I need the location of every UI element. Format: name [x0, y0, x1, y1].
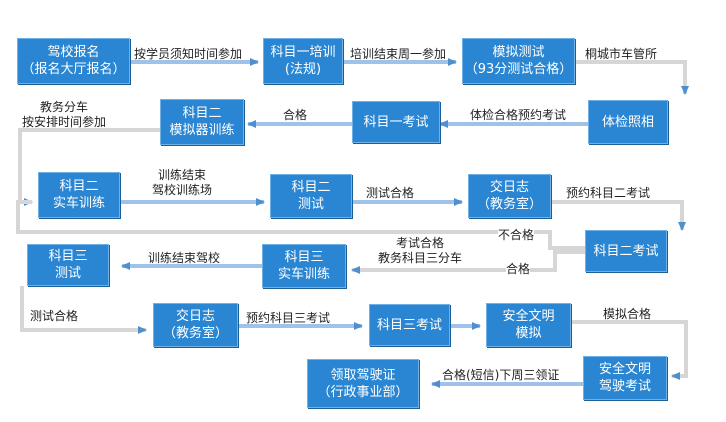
- node-subject1-training-line1: 科目一培训: [270, 45, 336, 60]
- node-subject2-simulator: 科目二 模拟器训练: [160, 99, 244, 145]
- label-s3test-to-log: 测试合格: [30, 309, 79, 323]
- label-s2train-to-test: 训练结束 驾校训练场: [152, 168, 212, 198]
- node-license-line1: 领取驾驶证: [330, 367, 396, 383]
- node-subject3-test-line1: 科目三: [48, 249, 88, 264]
- node-subject2-test-line1: 科目二: [291, 180, 331, 195]
- node-subject3-exam: 科目三考试: [369, 304, 450, 346]
- label-mock-to-exam: 桐城市车管所: [585, 47, 658, 61]
- label-s2test-to-log: 测试合格: [366, 186, 415, 200]
- node-subject2-test-line2: 测试: [297, 197, 324, 212]
- label-apply-to-s1: 按学员须知时间参加: [134, 47, 243, 61]
- arrow-mock-to-physical: [575, 60, 689, 95]
- label-log-to-s3exam: 预约科目三考试: [246, 311, 331, 325]
- node-subject3-training-line1: 科目三: [284, 250, 324, 265]
- label-sim-to-s2train-line2: 按安排时间参加: [22, 115, 107, 129]
- node-log-book-2-line1: 交日志: [175, 309, 215, 324]
- node-apply: 驾校报名 （报名大厅报名）: [17, 38, 130, 84]
- node-safety-simulated: 安全文明 模拟: [486, 303, 571, 347]
- arrow-safety-sim-to-exam: [571, 320, 688, 380]
- label-sim-to-s2train-line1: 教务分车: [40, 100, 89, 114]
- node-subject2-exam: 科目二考试: [585, 230, 667, 272]
- node-subject2-simulator-line1: 科目二: [182, 106, 222, 121]
- node-mock-test: 模拟测试 （93分测试合格）: [462, 38, 575, 84]
- node-mock-test-line2: （93分测试合格）: [464, 62, 573, 77]
- node-subject1-exam-line1: 科目一考试: [363, 114, 429, 130]
- node-mock-test-line1: 模拟测试: [492, 45, 545, 60]
- node-safety-exam-line2: 驾驶考试: [598, 379, 651, 394]
- node-subject3-training-line2: 实车训练: [277, 267, 330, 282]
- label-s1exam-to-sim: 合格: [283, 108, 308, 122]
- node-safety-simulated-line2: 模拟: [515, 326, 542, 341]
- label-s2exam-fail: 不合格: [498, 228, 535, 243]
- node-subject3-test-line2: 测试: [54, 266, 81, 281]
- node-subject2-simulator-line2: 模拟器训练: [169, 123, 235, 138]
- node-subject2-training: 科目二 实车训练: [38, 172, 120, 218]
- label-safety-to-license: 合格(短信)下周三领证: [442, 368, 560, 382]
- node-subject2-training-line1: 科目二: [59, 179, 99, 194]
- label-s1-to-mock: 培训结束周一参加: [350, 47, 447, 61]
- arrow-s3test-to-log: [20, 286, 147, 334]
- label-s3train-to-test: 训练结束驾校: [148, 251, 221, 265]
- node-log-book-1-line2: （教务室）: [476, 197, 542, 212]
- arrow-s2exam-fail: [16, 200, 585, 250]
- node-log-book-1-line1: 交日志: [489, 180, 529, 195]
- node-subject1-training: 科目一培训 (法规): [263, 38, 343, 84]
- label-s2exam-pass-note-line2: 教务科目三分车: [378, 251, 463, 265]
- node-license: 领取驾驶证 （行政事业部）: [307, 359, 419, 408]
- label-s2exam-pass-note: 考试合格 教务科目三分车: [378, 236, 462, 266]
- node-physical-exam: 体检照相: [588, 100, 668, 144]
- node-apply-line1: 驾校报名: [47, 45, 100, 60]
- node-subject1-training-line2: (法规): [284, 62, 322, 77]
- label-sim-to-s2train: 教务分车 按安排时间参加: [22, 100, 106, 130]
- label-exam-to-s1exam: 体检合格预约考试: [470, 108, 567, 122]
- node-physical-exam-line1: 体检照相: [601, 114, 654, 130]
- arrow-log-to-s2exam: [551, 200, 686, 231]
- node-apply-line2: （报名大厅报名）: [21, 62, 126, 77]
- node-subject3-test: 科目三 测试: [27, 244, 109, 286]
- node-subject3-training: 科目三 实车训练: [262, 244, 346, 288]
- node-subject1-exam: 科目一考试: [352, 101, 440, 143]
- node-safety-exam-line1: 安全文明: [598, 362, 651, 377]
- node-subject2-exam-line1: 科目二考试: [593, 243, 659, 259]
- node-safety-simulated-line1: 安全文明: [502, 309, 555, 324]
- node-log-book-2-line2: （教务室）: [162, 326, 228, 341]
- node-log-book-1: 交日志 （教务室）: [468, 174, 551, 218]
- arrow-s2exam-pass: [351, 250, 585, 274]
- node-subject2-test: 科目二 测试: [270, 174, 352, 218]
- label-s2exam-pass: 合格: [506, 262, 531, 277]
- node-subject2-training-line2: 实车训练: [52, 196, 105, 211]
- node-license-line2: （行政事业部）: [317, 384, 409, 400]
- label-s2exam-pass-note-line1: 考试合格: [396, 236, 445, 250]
- node-safety-exam: 安全文明 驾驶考试: [583, 356, 667, 400]
- label-s3exam-to-safety: 模拟合格: [603, 307, 652, 321]
- label-s2train-to-test-line2: 驾校训练场: [152, 183, 213, 197]
- label-log-to-s2exam: 预约科目二考试: [566, 186, 651, 200]
- node-log-book-2: 交日志 （教务室）: [153, 303, 238, 347]
- node-subject3-exam-line1: 科目三考试: [376, 317, 442, 333]
- label-s2train-to-test-line1: 训练结束: [158, 168, 207, 182]
